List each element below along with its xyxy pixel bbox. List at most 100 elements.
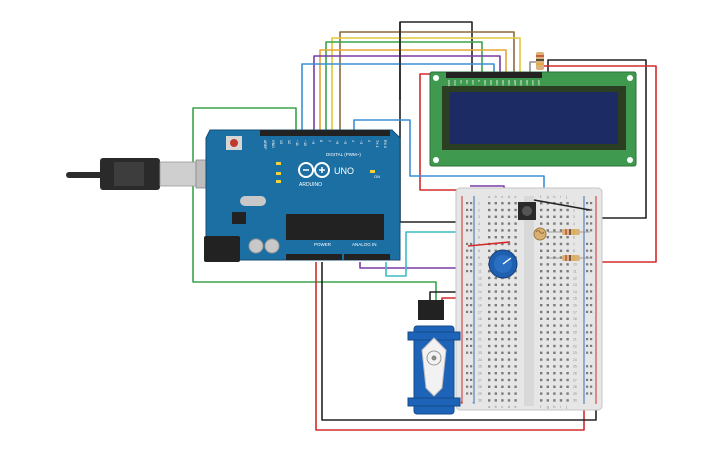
bb-hole[interactable] — [488, 270, 491, 273]
bb-rail-hole[interactable] — [466, 202, 469, 205]
bb-rail-hole[interactable] — [586, 249, 589, 252]
bb-rail-hole[interactable] — [470, 351, 473, 354]
bb-rail-hole[interactable] — [470, 215, 473, 218]
bb-hole[interactable] — [546, 215, 549, 218]
bb-hole[interactable] — [540, 290, 543, 293]
bb-hole[interactable] — [553, 338, 556, 341]
bb-hole[interactable] — [546, 392, 549, 395]
bb-rail-hole[interactable] — [586, 290, 589, 293]
bb-rail-hole[interactable] — [470, 304, 473, 307]
bb-rail-hole[interactable] — [466, 222, 469, 225]
bb-hole[interactable] — [514, 208, 517, 212]
bb-rail-hole[interactable] — [586, 310, 589, 313]
bb-hole[interactable] — [514, 236, 517, 239]
bb-hole[interactable] — [514, 283, 517, 286]
bb-hole[interactable] — [488, 372, 491, 375]
bb-hole[interactable] — [501, 338, 504, 341]
bb-hole[interactable] — [514, 324, 517, 327]
bb-hole[interactable] — [488, 215, 491, 218]
bb-hole[interactable] — [514, 290, 517, 293]
bb-hole[interactable] — [488, 276, 491, 280]
digital-header[interactable] — [260, 130, 390, 136]
bb-hole[interactable] — [501, 351, 504, 354]
bb-hole[interactable] — [507, 276, 511, 280]
bb-hole[interactable] — [566, 215, 569, 218]
bb-rail-hole[interactable] — [590, 351, 593, 354]
bb-hole[interactable] — [546, 378, 549, 382]
bb-hole[interactable] — [507, 236, 511, 239]
bb-hole[interactable] — [514, 385, 517, 388]
wire-grey-lcd[interactable] — [529, 61, 536, 74]
bb-hole[interactable] — [566, 317, 569, 320]
bb-hole[interactable] — [559, 263, 563, 266]
bb-hole[interactable] — [566, 378, 569, 382]
bb-hole[interactable] — [540, 202, 543, 205]
bb-hole[interactable] — [546, 385, 549, 388]
bb-rail-hole[interactable] — [466, 324, 469, 327]
bb-hole[interactable] — [546, 229, 549, 232]
bb-rail-hole[interactable] — [590, 263, 593, 266]
bb-hole[interactable] — [546, 304, 549, 307]
bb-hole[interactable] — [514, 358, 517, 361]
bb-hole[interactable] — [501, 202, 504, 205]
bb-hole[interactable] — [507, 304, 511, 307]
bb-rail-hole[interactable] — [586, 372, 589, 375]
bb-hole[interactable] — [507, 351, 511, 354]
bb-hole[interactable] — [566, 365, 569, 368]
bb-hole[interactable] — [507, 283, 511, 286]
bb-hole[interactable] — [546, 310, 549, 314]
bb-hole[interactable] — [540, 351, 543, 354]
bb-rail-hole[interactable] — [466, 372, 469, 375]
wire-black-right[interactable] — [547, 59, 647, 219]
servo-icon[interactable] — [407, 300, 461, 415]
bb-hole[interactable] — [507, 290, 511, 293]
bb-hole[interactable] — [540, 215, 543, 218]
bb-hole[interactable] — [507, 378, 511, 382]
bb-rail-hole[interactable] — [470, 392, 473, 395]
bb-hole[interactable] — [559, 385, 563, 388]
bb-hole[interactable] — [559, 270, 563, 273]
bb-hole[interactable] — [559, 331, 563, 334]
bb-hole[interactable] — [540, 283, 543, 286]
bb-rail-hole[interactable] — [466, 283, 469, 286]
bb-hole[interactable] — [546, 270, 549, 273]
bb-rail-hole[interactable] — [466, 208, 469, 211]
bb-hole[interactable] — [566, 392, 569, 395]
bb-hole[interactable] — [494, 310, 497, 314]
bb-hole[interactable] — [488, 351, 491, 354]
bb-hole[interactable] — [501, 208, 504, 212]
bb-hole[interactable] — [494, 351, 497, 354]
bb-hole[interactable] — [540, 270, 543, 273]
bb-rail-hole[interactable] — [590, 372, 593, 375]
bb-rail-hole[interactable] — [586, 222, 589, 225]
bb-hole[interactable] — [514, 215, 517, 218]
bb-hole[interactable] — [488, 338, 491, 341]
bb-rail-hole[interactable] — [590, 202, 593, 205]
bb-hole[interactable] — [501, 358, 504, 361]
power-header[interactable] — [286, 254, 342, 260]
bb-hole[interactable] — [501, 236, 504, 239]
bb-rail-hole[interactable] — [586, 365, 589, 368]
wire-purple-top[interactable] — [313, 55, 501, 130]
bb-hole[interactable] — [488, 385, 491, 388]
bb-hole[interactable] — [507, 331, 511, 334]
bb-hole[interactable] — [494, 331, 497, 334]
bb-hole[interactable] — [501, 222, 504, 225]
bb-hole[interactable] — [553, 229, 556, 232]
bb-hole[interactable] — [546, 256, 549, 259]
bb-hole[interactable] — [540, 365, 543, 368]
bb-hole[interactable] — [546, 372, 549, 375]
bb-hole[interactable] — [494, 344, 497, 348]
photoresistor-icon[interactable] — [533, 227, 547, 241]
bb-hole[interactable] — [540, 242, 543, 246]
bb-rail-hole[interactable] — [586, 215, 589, 218]
bb-hole[interactable] — [494, 222, 497, 225]
bb-hole[interactable] — [553, 310, 556, 314]
bb-hole[interactable] — [553, 358, 556, 361]
bb-rail-hole[interactable] — [586, 338, 589, 341]
potentiometer-icon[interactable] — [488, 249, 518, 279]
bb-hole[interactable] — [514, 229, 517, 232]
bb-hole[interactable] — [546, 317, 549, 320]
bb-hole[interactable] — [553, 304, 556, 307]
bb-rail-hole[interactable] — [586, 344, 589, 347]
